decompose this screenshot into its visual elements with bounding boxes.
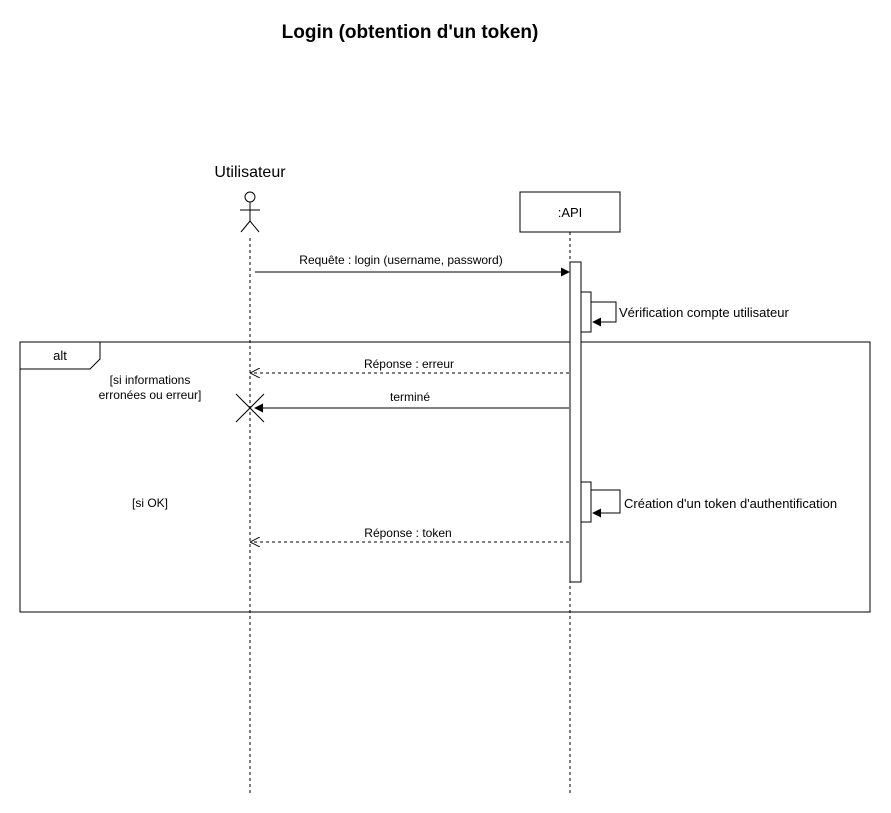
alt-fragment-frame [19, 341, 871, 613]
api-participant-name: :API [558, 205, 583, 220]
token-response-label: Réponse : token [364, 526, 451, 540]
alt-guard-error-line1: [si informations [110, 373, 191, 387]
token-creation-self-arrow [591, 489, 621, 518]
verification-activation-bar [580, 291, 592, 333]
alt-operator-label: alt [53, 348, 67, 363]
api-activation-bar [569, 261, 582, 583]
login-request-label: Requête : login (username, password) [299, 253, 502, 267]
terminated-label: terminé [390, 390, 430, 404]
actor-name: Utilisateur [214, 164, 286, 181]
error-response-label: Réponse : erreur [364, 357, 454, 371]
alt-guard-error-line2: erronées ou erreur] [99, 388, 202, 402]
verification-label: Vérification compte utilisateur [619, 305, 789, 320]
alt-operator-tab [20, 342, 101, 370]
alt-guard-ok: [si OK] [132, 496, 168, 510]
actor-stick-figure-icon [240, 191, 260, 233]
token-creation-label: Création d'un token d'authentification [624, 496, 837, 511]
verification-self-arrow [591, 301, 617, 327]
destruction-x-icon [235, 393, 265, 423]
api-participant-box [519, 191, 621, 233]
diagram-title: Login (obtention d'un token) [282, 22, 539, 43]
token-creation-activation-bar [580, 481, 592, 523]
